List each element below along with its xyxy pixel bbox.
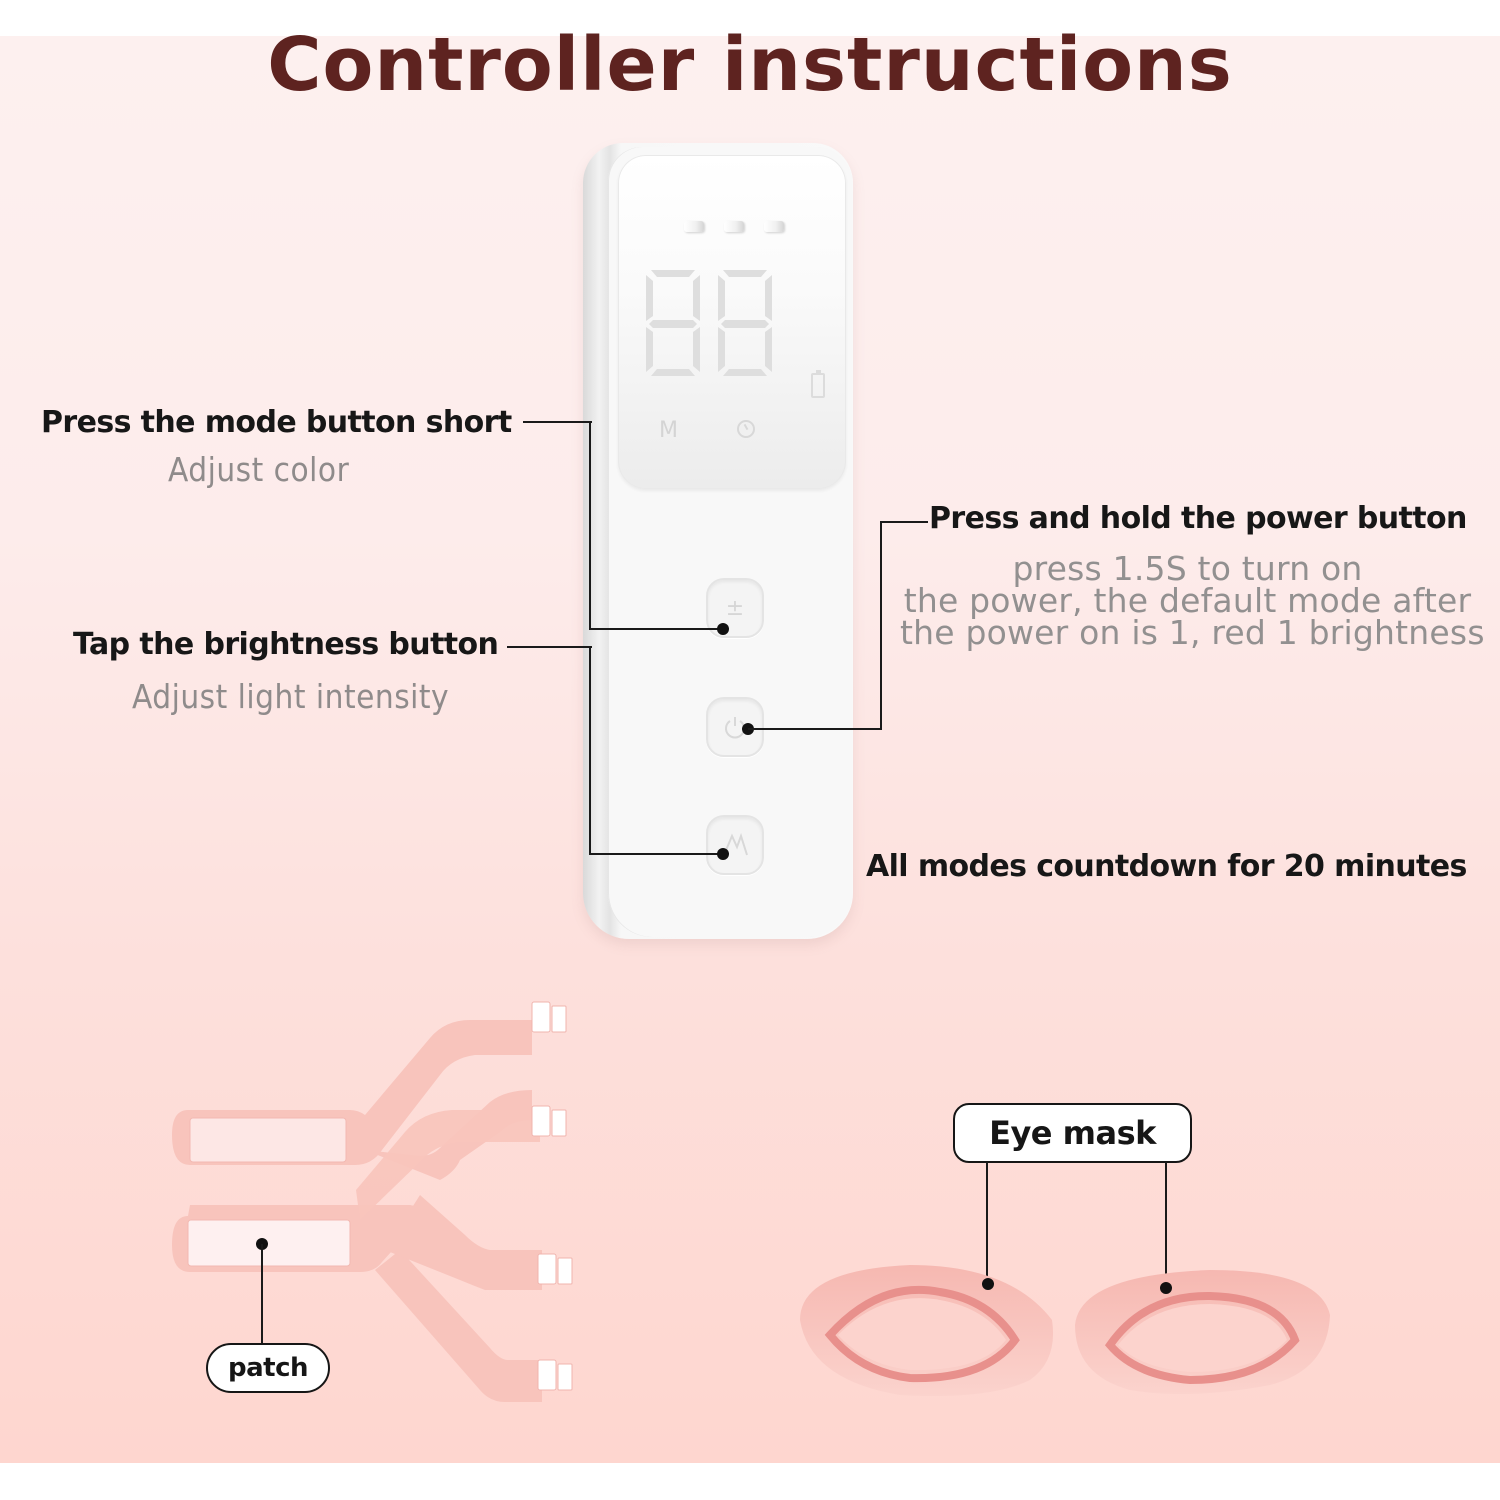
power-button-heading: Press and hold the power button <box>929 501 1467 536</box>
indicator-led <box>764 221 784 232</box>
eye-mask-label: Eye mask <box>953 1103 1192 1163</box>
connector-line <box>507 646 592 648</box>
connector-line <box>986 1162 988 1284</box>
connector-dot <box>717 623 729 635</box>
patch-strap-illustration <box>172 1001 573 1402</box>
connector-line <box>589 646 591 855</box>
connector-line <box>589 853 724 855</box>
page-title: Controller instructions <box>267 22 1233 108</box>
power-button[interactable] <box>706 697 764 757</box>
brightness-button-heading: Tap the brightness button <box>73 627 499 662</box>
connector-line <box>880 521 882 730</box>
indicator-led <box>724 221 744 232</box>
power-description-line: the power, the default mode after <box>903 581 1472 620</box>
mode-button[interactable] <box>706 815 764 875</box>
indicator-led <box>684 221 704 232</box>
power-description-line: the power on is 1, red 1 brightness <box>900 613 1485 652</box>
plus-minus-icon: ± <box>725 595 745 621</box>
mode-indicator-letter: M <box>659 418 678 443</box>
brightness-button[interactable]: ± <box>706 578 764 638</box>
power-description-line: press 1.5S to turn on <box>1012 549 1363 588</box>
connector-line <box>589 421 591 630</box>
connector-line <box>589 628 724 630</box>
seven-segment-display-icon <box>646 270 772 376</box>
eye-mask-illustration <box>800 1265 1330 1396</box>
countdown-note: All modes countdown for 20 minutes <box>866 849 1467 884</box>
connector-dot <box>717 848 729 860</box>
patch-label: patch <box>206 1343 330 1393</box>
battery-icon <box>811 370 825 398</box>
connector-line <box>523 421 592 423</box>
mode-button-description: Adjust color <box>168 450 350 489</box>
connector-line <box>261 1244 263 1344</box>
connector-line <box>880 521 928 523</box>
brightness-button-description: Adjust light intensity <box>132 677 450 716</box>
connector-dot <box>982 1278 994 1290</box>
mode-button-heading: Press the mode button short <box>41 405 512 440</box>
connector-line <box>748 728 882 730</box>
connector-line <box>1165 1162 1167 1288</box>
power-button-description: press 1.5S to turn on the power, the def… <box>900 549 1485 652</box>
clock-icon <box>737 420 755 438</box>
mode-icon <box>723 833 748 856</box>
connector-dot <box>1160 1282 1172 1294</box>
